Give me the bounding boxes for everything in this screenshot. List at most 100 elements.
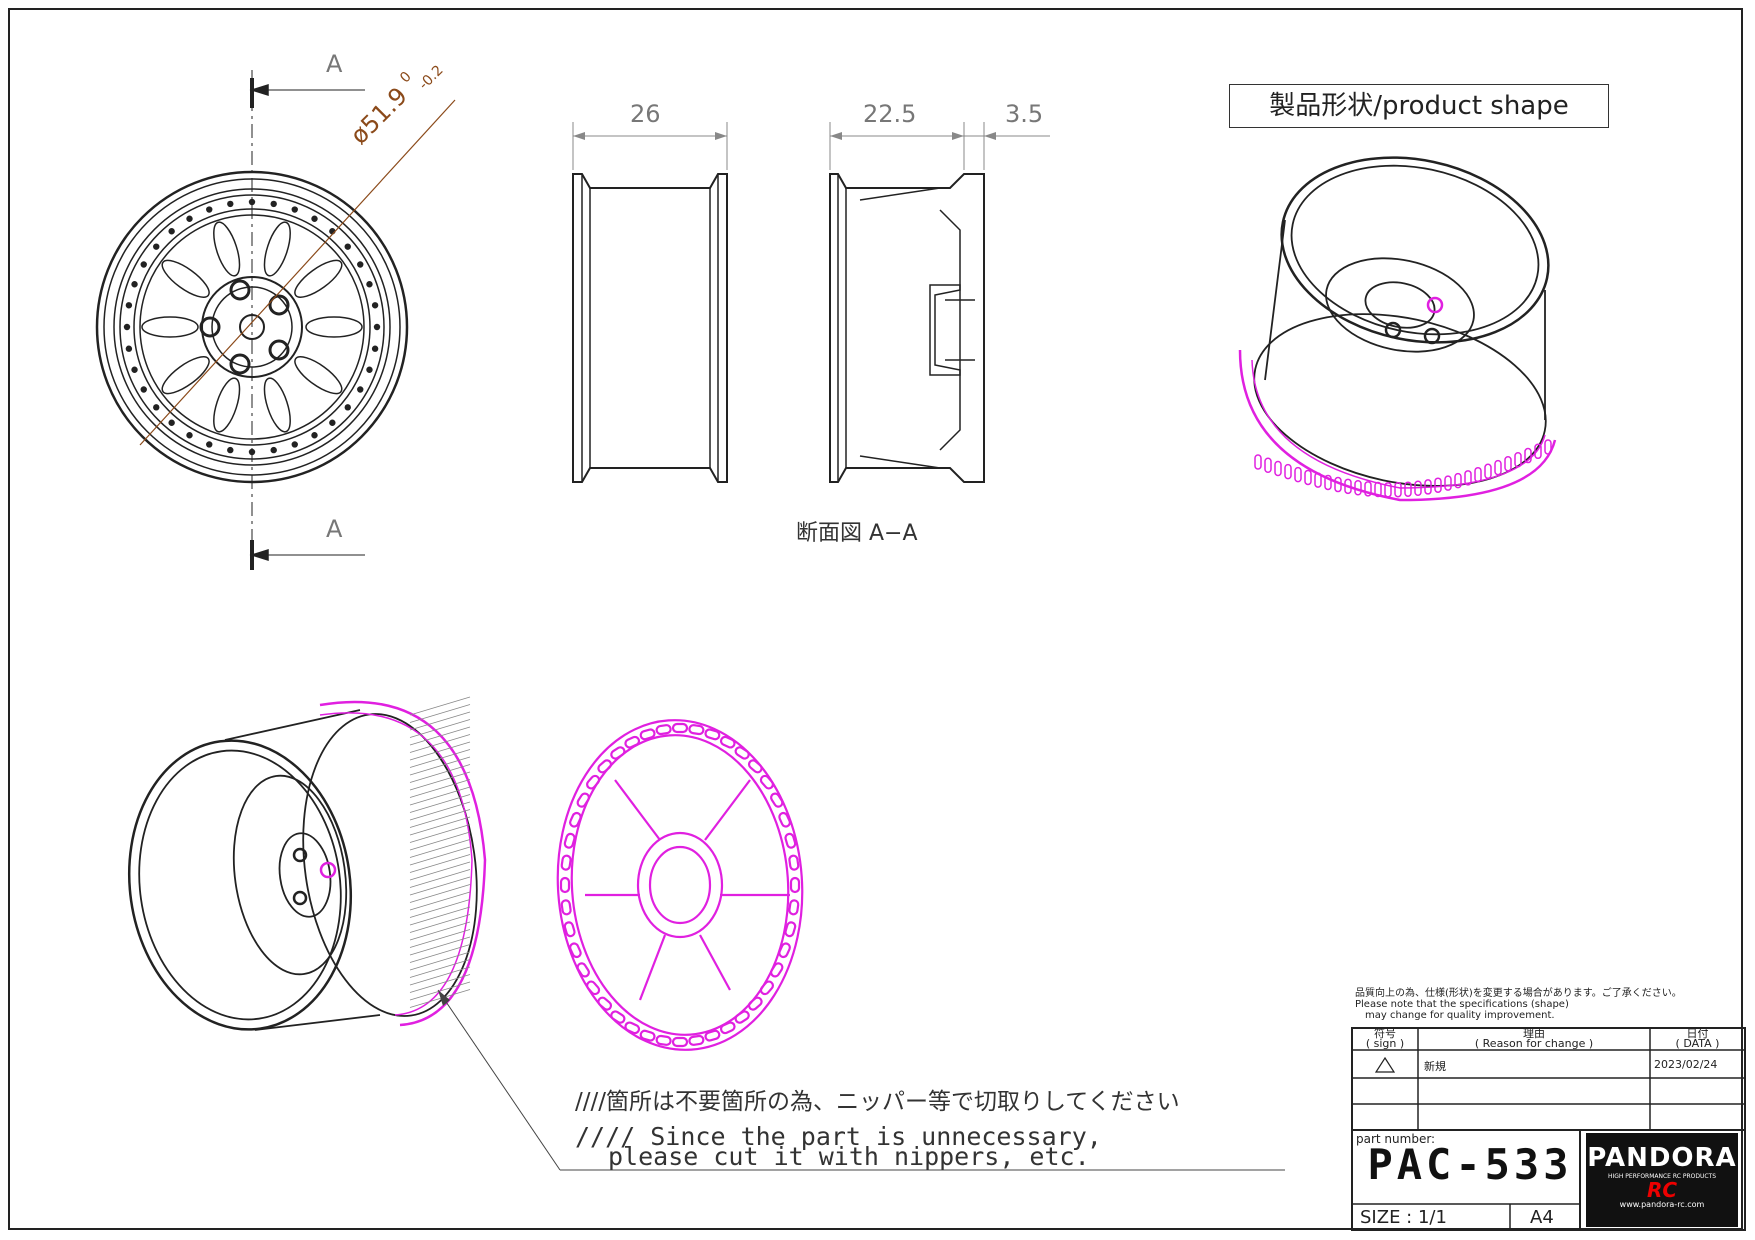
tooth [1544, 439, 1552, 455]
tooth [1434, 477, 1442, 493]
note-en-line2: please cut it with nippers, etc. [608, 1142, 1090, 1171]
ring-tooth [778, 942, 791, 959]
ring-tooth [586, 980, 601, 996]
rivet [227, 446, 234, 454]
hatch-line [409, 944, 471, 963]
hatch-line [409, 741, 471, 761]
ring-tooth [655, 1034, 672, 1046]
rivet [248, 448, 256, 456]
tooth [1364, 481, 1372, 497]
rivet [186, 432, 193, 439]
spoke-slot [263, 377, 291, 433]
header-sign: 符号 ( sign ) [1352, 1028, 1418, 1049]
rivet [344, 243, 351, 250]
tooth [1384, 482, 1392, 498]
logo-rc: RC [1646, 1178, 1678, 1202]
hatch-line [409, 764, 471, 783]
tooth [1304, 469, 1312, 486]
section-letter-bottom: A [326, 515, 343, 543]
hatch-line [409, 884, 471, 903]
hatch-line [409, 749, 471, 768]
tooth [1464, 470, 1472, 486]
tooth [1254, 454, 1262, 470]
arrowhead-bottom [249, 548, 269, 562]
tooth [1494, 459, 1502, 476]
rivet [291, 206, 298, 213]
section-view-label: 断面図 A−A [796, 521, 918, 546]
ring-tooth [778, 811, 791, 828]
note-jp: ////箇所は不要箇所の為、ニッパー等で切取りしてください [575, 1089, 1180, 1115]
rivet [140, 386, 147, 393]
tooth [1324, 474, 1332, 491]
ring-tooth [560, 899, 572, 916]
ring-tooth [560, 854, 572, 871]
rivet [371, 345, 379, 352]
tooth [1264, 457, 1272, 474]
header-date: 日付 ( DATA ) [1650, 1028, 1745, 1049]
ring-tooth [576, 792, 590, 808]
tooth [1504, 456, 1512, 472]
hatch-line [409, 704, 471, 723]
header-reason-jp: 理由 [1523, 1027, 1545, 1040]
ring-tooth [624, 735, 641, 749]
section-left [572, 122, 728, 483]
ring-tooth [559, 876, 571, 894]
ring-tooth [784, 832, 797, 849]
hatch-line [409, 756, 471, 776]
hatch-line [409, 914, 471, 933]
tooth [1374, 481, 1382, 498]
ring-tooth [563, 921, 576, 938]
tooth [1394, 481, 1402, 498]
tooth [1524, 447, 1532, 464]
spec-change-notice: 品質向上の為、仕様(形状)を変更する場合があります。ご了承ください。 Pleas… [1355, 988, 1745, 1021]
ring-tooth [671, 1036, 689, 1048]
hatch-line [409, 816, 471, 836]
ring-tooth [747, 759, 763, 774]
hatch-line [409, 824, 471, 843]
ring-tooth [610, 1010, 626, 1024]
hatch-line [409, 726, 471, 746]
hatch-line [409, 899, 471, 918]
hatch-line [409, 876, 471, 896]
tooth [1484, 463, 1492, 480]
tooth [1284, 463, 1292, 480]
hatch-line [409, 989, 471, 1008]
hatch-line [409, 809, 471, 828]
ring-tooth [719, 735, 736, 749]
paper-size: A4 [1530, 1207, 1554, 1228]
pandora-logo: PANDORA HIGH PERFORMANCE RC PRODUCTS RC … [1586, 1133, 1738, 1227]
ring-tooth [655, 724, 672, 736]
rivet [168, 419, 175, 426]
rivet [311, 432, 318, 439]
rivet [357, 386, 364, 393]
tooth [1354, 480, 1362, 496]
hatch-line [409, 921, 471, 941]
ring-tooth [569, 942, 582, 959]
tooth [1424, 479, 1432, 495]
ring-tooth [734, 746, 750, 760]
hatch-line [409, 891, 471, 911]
hatch-line [409, 861, 471, 881]
rivet [270, 200, 277, 208]
hatch-line [409, 719, 471, 738]
rivet [366, 281, 373, 288]
ring-tooth [788, 854, 800, 871]
spoke-slot [161, 356, 210, 395]
ring-tooth [747, 996, 763, 1011]
hatch-line [409, 936, 471, 956]
spoke-slot [305, 316, 363, 338]
spoke-slot [294, 356, 343, 395]
rivet [357, 261, 364, 268]
front-view [95, 70, 456, 570]
drawing-frame [8, 8, 1743, 1230]
ring-tooth [770, 962, 784, 978]
iso-view-bottom-left [127, 696, 1285, 1171]
tolerance-upper: 0 [397, 68, 415, 87]
hatch-line [409, 974, 471, 993]
hatch-line [409, 846, 471, 866]
ring-tooth [563, 832, 576, 849]
hatch-line [409, 771, 471, 791]
hatch-line [409, 929, 471, 948]
ring-tooth [639, 728, 656, 741]
